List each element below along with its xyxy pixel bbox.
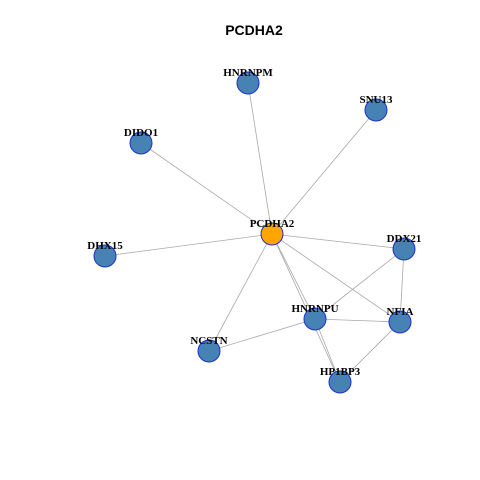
node-label-ncstn: NCSTN <box>190 335 227 347</box>
edge-pcdha2-dido1 <box>140 142 273 235</box>
node-pcdha2[interactable] <box>260 222 284 246</box>
node-label-snu13: SNU13 <box>359 94 393 106</box>
edge-ddx21-nfia <box>399 248 405 323</box>
edge-hnrnpu-ncstn <box>208 318 316 352</box>
edge-pcdha2-snu13 <box>271 109 377 235</box>
node-label-hp1bp3: HP1BP3 <box>320 366 361 378</box>
edge-pcdha2-hp1bp3 <box>271 233 341 383</box>
node-ncstn[interactable] <box>197 339 221 363</box>
node-label-pcdha2: PCDHA2 <box>250 218 295 230</box>
edge-pcdha2-hnrnpm <box>247 82 273 235</box>
node-label-hnrnpm: HNRNPM <box>223 67 273 79</box>
node-ddx21[interactable] <box>392 237 416 261</box>
node-label-dido1: DIDO1 <box>124 127 158 139</box>
node-dido1[interactable] <box>129 131 153 155</box>
node-hp1bp3[interactable] <box>328 370 352 394</box>
node-snu13[interactable] <box>364 98 388 122</box>
edge-pcdha2-ddx21 <box>271 233 405 250</box>
edge-hnrnpu-nfia <box>314 318 401 323</box>
edge-pcdha2-hnrnpu <box>271 233 316 320</box>
edge-ddx21-hnrnpu <box>314 248 405 320</box>
edge-pcdha2-dhx15 <box>104 233 273 257</box>
edge-pcdha2-ncstn <box>208 233 273 352</box>
node-hnrnpu[interactable] <box>303 307 327 331</box>
node-label-hnrnpu: HNRNPU <box>291 303 338 315</box>
graph-title: PCDHA2 <box>225 22 283 38</box>
edge-nfia-hp1bp3 <box>339 321 401 383</box>
node-nfia[interactable] <box>388 310 412 334</box>
node-layer <box>93 71 416 394</box>
node-hnrnpm[interactable] <box>236 71 260 95</box>
edge-pcdha2-nfia <box>271 233 401 323</box>
node-label-nfia: NFIA <box>387 306 414 318</box>
node-label-ddx21: DDX21 <box>387 233 422 245</box>
node-dhx15[interactable] <box>93 244 117 268</box>
node-label-dhx15: DHX15 <box>87 240 123 252</box>
